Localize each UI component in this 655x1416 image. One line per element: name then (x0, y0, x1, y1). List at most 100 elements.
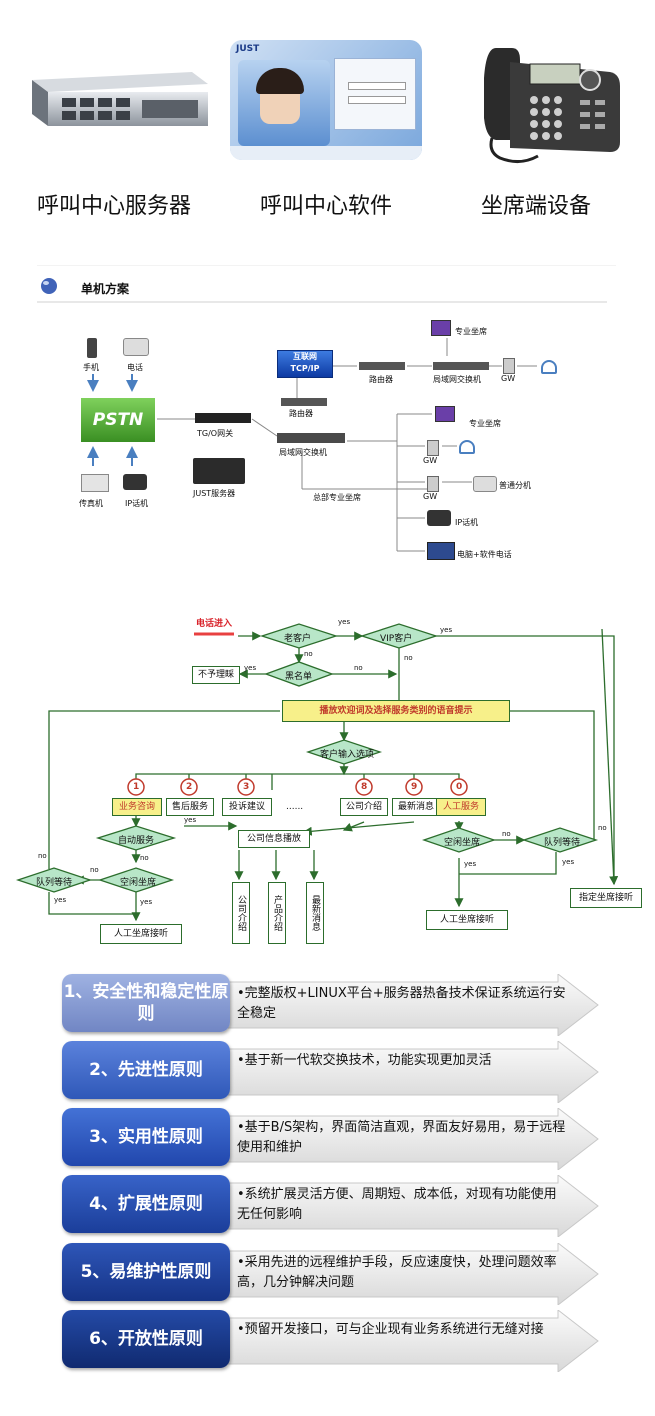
node-ordinary-ext: 普通分机 (499, 481, 531, 490)
flow-manual-left: 人工坐席接听 (100, 924, 182, 944)
principle-desc-security: •完整版权+LINUX平台+服务器热备技术保证系统运行安全稳定 (237, 986, 566, 1021)
software-screenshot: JUST (230, 40, 422, 160)
principle-title-security: 1、安全性和稳定性原则 (62, 974, 230, 1032)
principle-title-advanced: 2、先进性原则 (62, 1041, 230, 1099)
flow-no-8: no (598, 824, 607, 832)
flow-no-process: 不予理睬 (192, 666, 240, 684)
node-tg: TG/O网关 (197, 429, 234, 438)
flow-no-7: no (502, 830, 511, 838)
principle-title-maintainable: 5、易维护性原则 (62, 1243, 230, 1301)
arrow-banner (222, 1175, 599, 1237)
principle-desc-advanced: •基于新一代软交换技术，功能实现更加灵活 (237, 1053, 492, 1068)
node-pc-softphone: 电脑+软件电话 (457, 550, 512, 559)
flow-num-3: 3 (243, 782, 250, 792)
flow-info-broadcast: 公司信息播放 (238, 830, 310, 848)
flow-num-9: 9 (411, 782, 418, 792)
flow-service-complaint: 投诉建议 (222, 798, 272, 816)
node-agent-mid: 专业坐席 (469, 419, 501, 428)
flow-service-company: 公司介绍 (340, 798, 388, 816)
node-gw2: GW (423, 492, 438, 501)
just-server-icon (193, 458, 245, 484)
flow-yes-5: yes (140, 898, 153, 906)
fax-icon (81, 474, 109, 492)
headset-mid-icon (459, 440, 475, 454)
node-mobile: 手机 (83, 363, 99, 372)
node-router-top: 路由器 (369, 375, 393, 384)
flow-service-consult: 业务咨询 (112, 798, 162, 816)
flow-idle-agent-left: 空闲坐席 (120, 878, 157, 888)
principle-row: 6、开放性原则 •预留开发接口，可与企业现有业务系统进行无缝对接 (62, 1310, 599, 1372)
flow-yes-4: yes (184, 816, 197, 824)
flow-yes-8: yes (562, 858, 575, 866)
principle-desc-practical: •基于B/S架构，界面简洁直观，界面友好易用，易于远程使用和维护 (237, 1120, 566, 1155)
principle-title-open: 6、开放性原则 (62, 1310, 230, 1368)
flow-no-2: no (304, 650, 313, 658)
flow-sub-product: 产品介绍 (268, 882, 286, 944)
flow-yes-2: yes (440, 626, 453, 634)
ordinary-phone-icon (473, 476, 497, 492)
node-ipphone: IP话机 (125, 499, 149, 508)
ip-phone2-icon (427, 510, 451, 526)
lan-switch-icon (277, 433, 345, 443)
arrow-banner (222, 1310, 599, 1372)
principle-title-practical: 3、实用性原则 (62, 1108, 230, 1166)
flow-old-customer: 老客户 (284, 634, 312, 644)
flow-blacklist: 黑名单 (285, 672, 313, 682)
node-router-center: 路由器 (289, 409, 313, 418)
flow-queue-left: 队列等待 (36, 878, 73, 888)
router-top-icon (359, 362, 405, 370)
principle-row: 3、实用性原则 •基于B/S架构，界面简洁直观，界面友好易用，易于远程使用和维护 (62, 1108, 599, 1170)
flow-welcome: 播放欢迎词及选择服务类别的语音提示 (282, 700, 510, 722)
arrow-banner (222, 1243, 599, 1305)
gw2-icon (427, 476, 439, 492)
flow-num-1: 1 (133, 782, 140, 792)
agent-mid-icon (435, 406, 455, 422)
flow-num-8: 8 (361, 782, 368, 792)
node-internet: 互联网 TCP/IP (277, 350, 333, 378)
headset-top-icon (541, 360, 557, 374)
principle-desc-maintainable: •采用先进的远程维护手段，反应速度快，处理问题效率高，几分钟解决问题 (237, 1255, 557, 1290)
principle-desc-scalable: •系统扩展灵活方便、周期短、成本低，对现有功能使用无任何影响 (237, 1187, 557, 1222)
principle-row: 5、易维护性原则 •采用先进的远程维护手段，反应速度快，处理问题效率高，几分钟解… (62, 1243, 599, 1305)
flow-num-2: 2 (186, 782, 193, 792)
gateway-icon (195, 413, 251, 423)
ipphone-icon (123, 474, 147, 490)
gw-top-icon (503, 358, 515, 374)
principle-desc-open: •预留开发接口，可与企业现有业务系统进行无缝对接 (237, 1322, 544, 1337)
mobile-icon (87, 338, 97, 358)
flow-sub-company: 公司介绍 (232, 882, 250, 944)
principle-title-scalable: 4、扩展性原则 (62, 1175, 230, 1233)
flow-queue-right: 队列等待 (544, 838, 581, 848)
principle-row: 1、安全性和稳定性原则 •完整版权+LINUX平台+服务器热备技术保证系统运行安… (62, 974, 599, 1036)
agent-top-icon (431, 320, 451, 336)
arrow-banner (222, 1108, 599, 1170)
server-icon (32, 72, 208, 126)
globe-icon (41, 278, 57, 294)
node-gw1: GW (423, 456, 438, 465)
node-phone: 电话 (127, 363, 143, 372)
flow-num-0: 0 (456, 782, 463, 792)
product-label-server: 呼叫中心服务器 (36, 194, 191, 219)
principle-row: 2、先进性原则 •基于新一代软交换技术，功能实现更加灵活 (62, 1041, 599, 1103)
topology-diagram: 单机方案 手机 电话 PSTN 传真机 IP话机 TG/O网关 JUST服务器 … (37, 265, 616, 584)
flow-manual-right: 人工坐席接听 (426, 910, 508, 930)
lan-switch-top-icon (433, 362, 489, 370)
flow-lines (15, 623, 619, 922)
node-gw-top: GW (501, 374, 516, 383)
principle-row: 4、扩展性原则 •系统扩展灵活方便、周期短、成本低，对现有功能使用无任何影响 (62, 1175, 599, 1237)
flow-dots: ...... (286, 802, 304, 812)
flow-yes-6: yes (54, 896, 67, 904)
call-flowchart: 电话进入 老客户 VIP客户 黑名单 不予理睬 播放欢迎词及选择服务类别的语音提… (14, 604, 644, 956)
flow-no-1: no (354, 664, 363, 672)
flow-auto-service: 自动服务 (118, 836, 155, 846)
flow-service-manual: 人工服务 (436, 798, 486, 816)
flow-customer-input: 客户输入选项 (320, 750, 375, 760)
node-lan-switch: 局域网交换机 (279, 448, 327, 457)
node-fax: 传真机 (79, 499, 103, 508)
gw1-icon (427, 440, 439, 456)
flow-no-5: no (90, 866, 99, 874)
flow-no-3: no (404, 654, 413, 662)
flow-service-aftersales: 售后服务 (166, 798, 214, 816)
flow-service-news: 最新消息 (392, 798, 440, 816)
flow-vip: VIP客户 (380, 634, 413, 644)
